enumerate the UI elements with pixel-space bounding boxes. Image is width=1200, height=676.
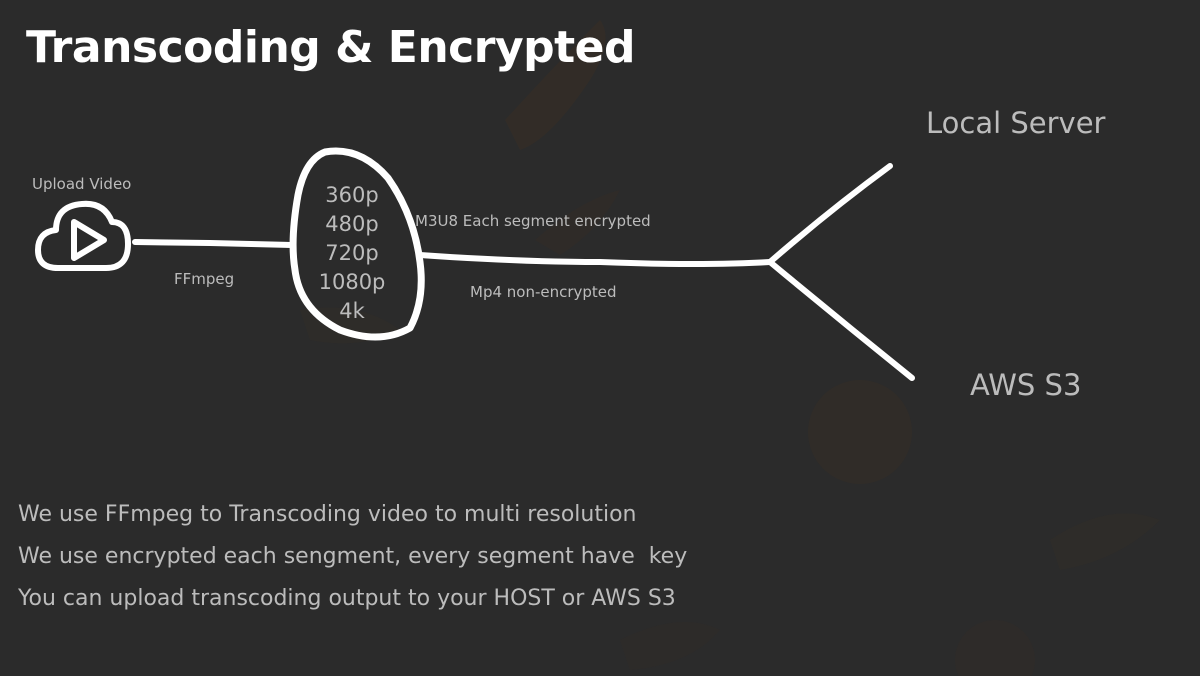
resolution-item: 360p bbox=[325, 183, 379, 207]
resolution-item: 720p bbox=[325, 241, 379, 265]
ffmpeg-connector bbox=[132, 239, 295, 248]
aws-s3-label: AWS S3 bbox=[970, 368, 1082, 402]
resolution-list: 360p 480p 720p 1080p 4k bbox=[300, 181, 404, 326]
cloud-play-icon bbox=[35, 200, 131, 271]
note-line: You can upload transcoding output to you… bbox=[18, 586, 676, 611]
mp4-label: Mp4 non-encrypted bbox=[470, 283, 617, 301]
ffmpeg-label: FFmpeg bbox=[174, 270, 235, 288]
resolution-item: 480p bbox=[325, 212, 379, 236]
page-title: Transcoding & Encrypted bbox=[26, 22, 636, 73]
notes-list: We use FFmpeg to Transcoding video to mu… bbox=[18, 494, 687, 620]
output-connector bbox=[417, 252, 773, 267]
upload-video-label: Upload Video bbox=[32, 175, 132, 193]
branch-aws-s3 bbox=[767, 259, 915, 381]
resolution-item: 1080p bbox=[318, 270, 386, 294]
note-line: We use FFmpeg to Transcoding video to mu… bbox=[18, 502, 637, 527]
local-server-label: Local Server bbox=[926, 106, 1106, 140]
resolutions-blob bbox=[289, 147, 425, 341]
note-line: We use encrypted each sengment, every se… bbox=[18, 544, 688, 569]
resolution-item: 4k bbox=[339, 299, 365, 323]
background-decorations bbox=[300, 20, 1160, 676]
m3u8-label: M3U8 Each segment encrypted bbox=[415, 212, 651, 230]
branch-local-server bbox=[767, 163, 893, 265]
